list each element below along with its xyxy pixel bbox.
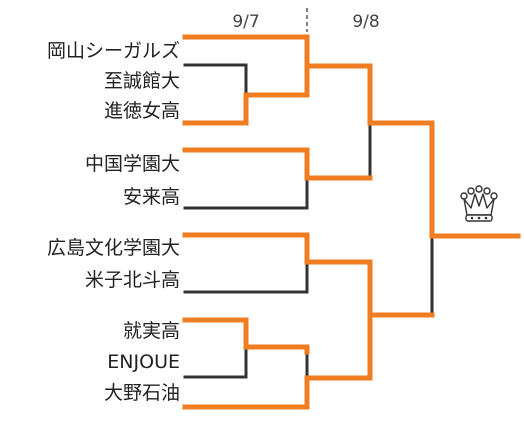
team-name: 広島文化学園大: [47, 237, 180, 259]
winning-paths: [182, 34, 521, 410]
bracket-line: [182, 63, 521, 239]
bracket-line: [182, 34, 310, 69]
team-name: 大野石油: [104, 382, 180, 404]
team-name: 米子北斗高: [85, 269, 180, 291]
bracket-line: [182, 232, 435, 318]
team-name: 就実高: [123, 320, 180, 342]
bracket-line: [183, 63, 248, 97]
team-name: ENJOUE: [107, 351, 180, 373]
crown-icon: [460, 185, 498, 222]
team-name: 安来高: [123, 186, 180, 208]
losing-paths: [183, 63, 434, 380]
team-name: 至誠館大: [104, 70, 180, 92]
date-label-day2: 9/8: [352, 12, 379, 32]
bracket-line: [182, 147, 373, 181]
bracket-line: [183, 176, 309, 210]
team-list: 岡山シーガルズ 至誠館大 進徳女高 中国学園大 安来高 広島文化学園大 米子北斗…: [47, 40, 180, 404]
bracket-line: [182, 317, 310, 355]
bracket-line: [183, 260, 309, 294]
bracket-line: [182, 312, 373, 410]
bracket-line: [183, 345, 248, 379]
team-name: 中国学園大: [85, 153, 180, 175]
team-name: 岡山シーガルズ: [47, 40, 180, 62]
date-label-day1: 9/7: [232, 12, 259, 32]
team-name: 進徳女高: [104, 100, 180, 122]
